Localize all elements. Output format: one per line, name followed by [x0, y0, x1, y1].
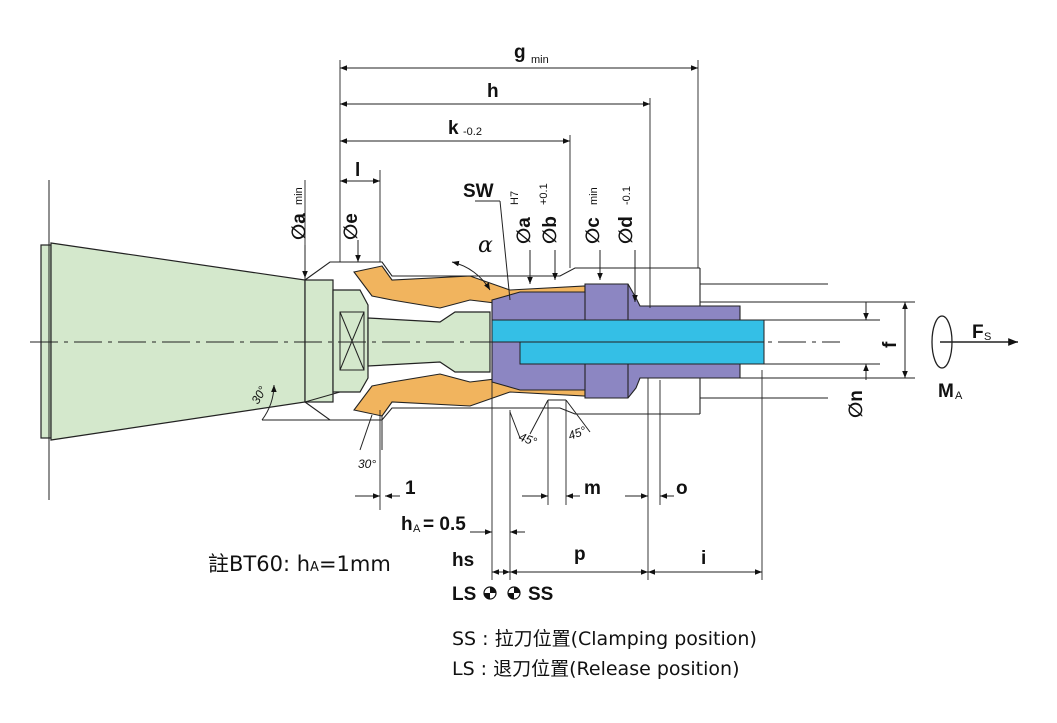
- label-dia-a-min-sub: min: [293, 187, 305, 205]
- label-o: o: [676, 478, 688, 499]
- label-dia-a-h7-tol: H7: [509, 191, 521, 205]
- label-h: h: [487, 81, 499, 102]
- label-dia-d-tol: -0.1: [621, 186, 633, 205]
- label-fs-sub: S: [984, 331, 991, 343]
- extension-lines: [304, 60, 915, 580]
- label-sw: SW: [463, 181, 494, 202]
- label-ls: LS: [452, 584, 476, 605]
- ls-position-marker: [483, 586, 497, 600]
- label-k-tol: -0.2: [463, 126, 482, 138]
- label-f: f: [880, 341, 901, 348]
- label-p: p: [574, 544, 586, 565]
- label-ma-sub: A: [955, 390, 963, 402]
- label-dia-b: ∅b: [540, 216, 561, 244]
- label-l: l: [355, 160, 360, 181]
- label-ha-sub: A: [413, 523, 421, 535]
- label-angle-45-a: 45°: [517, 430, 539, 449]
- ss-legend: SS : 拉刀位置(Clamping position): [452, 628, 757, 650]
- label-g-min: g: [514, 42, 526, 63]
- label-m: m: [584, 478, 601, 499]
- coolant-rod: [491, 319, 765, 365]
- label-dia-a-h7: ∅a: [514, 217, 535, 244]
- label-fs: F: [972, 322, 984, 343]
- label-one: 1: [405, 478, 416, 499]
- label-dia-c-min-sub: min: [588, 187, 600, 205]
- dimension-lines: [261, 65, 908, 575]
- bt60-note-text: 註BT60: h: [208, 552, 311, 576]
- label-dia-a-min: ∅a: [289, 213, 310, 240]
- label-dia-e: ∅e: [341, 213, 362, 240]
- bt60-note: 註BT60: hA=1mm: [208, 548, 391, 578]
- label-ss: SS: [528, 584, 553, 605]
- label-dia-n: ∅n: [846, 390, 867, 418]
- label-ma: M: [938, 381, 954, 402]
- label-i: i: [701, 548, 706, 569]
- ss-position-marker: [507, 586, 521, 600]
- label-dia-b-tol: +0.1: [538, 183, 550, 205]
- bt60-note-sub: A: [310, 560, 319, 575]
- bt60-note-val: =1mm: [318, 552, 391, 576]
- label-alpha: α: [478, 233, 493, 258]
- label-dia-c-min: ∅c: [583, 217, 604, 244]
- ls-legend: LS : 退刀位置(Release position): [452, 658, 740, 680]
- label-ha-val: = 0.5: [423, 514, 466, 535]
- label-dia-d: ∅d: [616, 216, 637, 244]
- label-ha: h: [401, 514, 413, 535]
- label-g-min-sub: min: [531, 54, 549, 66]
- label-hs: hs: [452, 550, 474, 571]
- label-angle-30-b: 30°: [358, 457, 376, 471]
- label-angle-45-b: 45°: [566, 423, 588, 442]
- label-k: k: [448, 118, 459, 139]
